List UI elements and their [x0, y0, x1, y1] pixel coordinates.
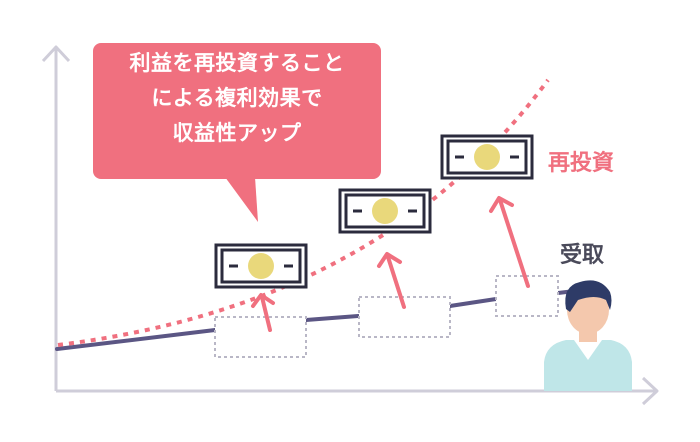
person-icon	[544, 280, 632, 391]
person-collar	[574, 340, 602, 360]
banknote-icon	[440, 134, 534, 180]
callout-line-3: 収益性アップ	[172, 121, 302, 145]
up-arrow-icon	[489, 196, 530, 288]
y-axis-arrowhead	[41, 45, 71, 63]
person-shirt	[544, 340, 632, 391]
dotted-box-1	[214, 316, 307, 358]
up-arrows	[251, 196, 530, 332]
receive-line	[55, 286, 602, 351]
callout-text: 利益を再投資すること による複利効果で 収益性アップ	[96, 46, 378, 151]
banknote-icon	[214, 243, 308, 289]
reinvest-curve	[57, 78, 550, 347]
callout-line-1: 利益を再投資すること	[129, 51, 345, 75]
dotted-boxes	[214, 275, 559, 358]
up-arrow-icon	[377, 252, 406, 309]
person-hair	[565, 280, 612, 312]
dotted-box-2	[358, 296, 451, 338]
callout-line-2: による複利効果で	[151, 86, 323, 110]
banknote-icon	[338, 188, 432, 234]
x-axis-arrowhead	[641, 376, 659, 406]
callout-bubble	[93, 43, 381, 222]
reinvest-label: 再投資	[548, 151, 615, 176]
up-arrow-icon	[251, 293, 275, 332]
receive-label: 受取	[560, 243, 605, 268]
